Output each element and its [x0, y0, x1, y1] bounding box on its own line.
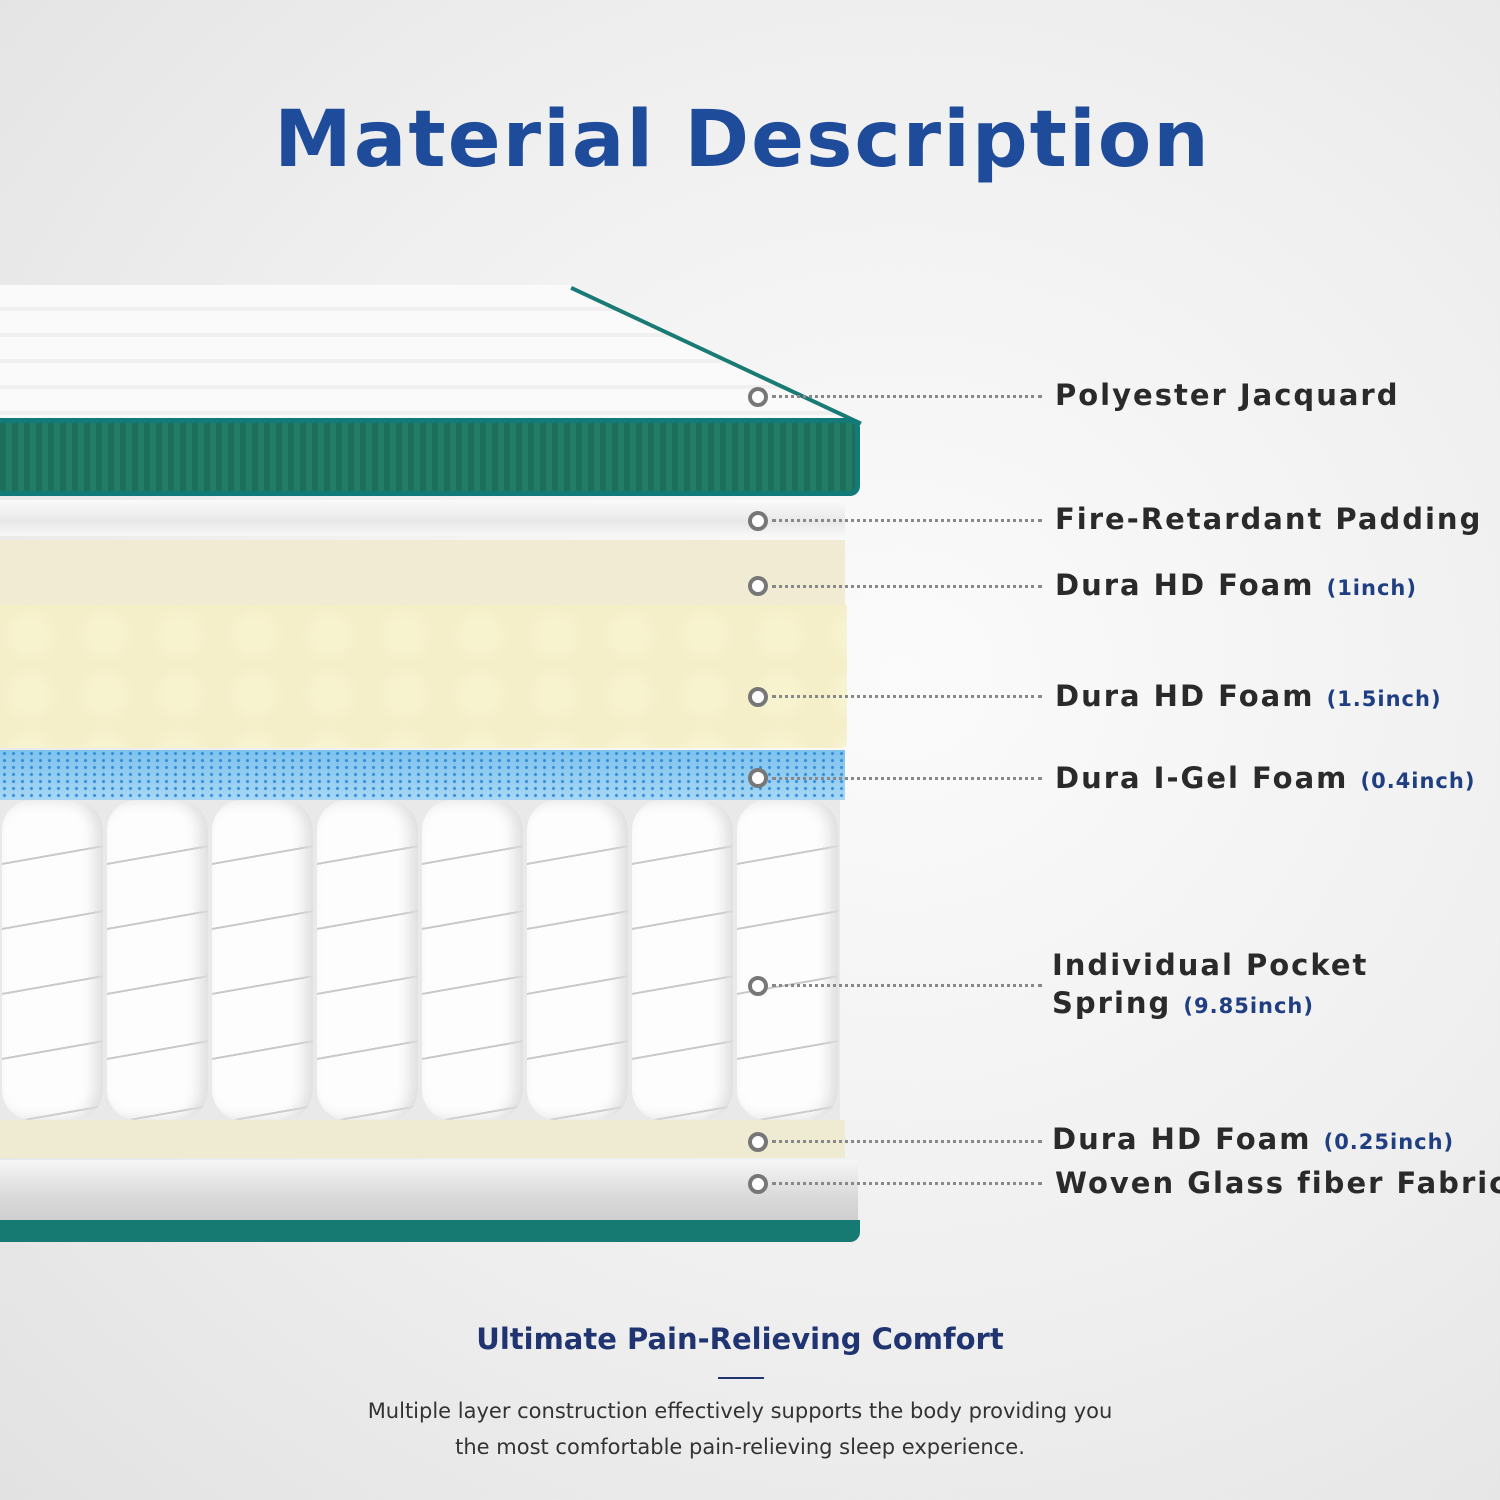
label-polyester-jacquard: Polyester Jacquard — [1055, 376, 1399, 414]
layer-size: (0.4inch) — [1360, 769, 1476, 793]
layer-name: Fire-Retardant Padding — [1055, 502, 1483, 536]
layer-name: Dura HD Foam — [1055, 568, 1315, 602]
hd-foam-1inch-layer — [0, 540, 845, 605]
footer-text-line1: Multiple layer construction effectively … — [367, 1399, 1113, 1423]
callout-marker — [748, 387, 768, 407]
spring-coil — [632, 800, 733, 1120]
callout-leader — [772, 519, 1042, 522]
label-hd-foam-0-25inch: Dura HD Foam (0.25inch) — [1052, 1120, 1454, 1161]
spring-coil — [2, 800, 103, 1120]
pocket-spring-layer — [0, 800, 840, 1120]
spring-coil — [317, 800, 418, 1120]
layer-name: Dura HD Foam — [1052, 1122, 1312, 1156]
callout-leader — [772, 984, 1042, 987]
spring-coil — [422, 800, 523, 1120]
layer-name-line2: Spring — [1052, 986, 1172, 1020]
label-gel-foam: Dura I-Gel Foam (0.4inch) — [1055, 759, 1475, 800]
footer-heading: Ultimate Pain-Relieving Comfort — [476, 1322, 1004, 1356]
callout-marker — [748, 576, 768, 596]
spring-coil — [527, 800, 628, 1120]
layer-name: Polyester Jacquard — [1055, 378, 1400, 412]
label-hd-foam-1inch: Dura HD Foam (1inch) — [1055, 566, 1417, 607]
callout-marker — [748, 1132, 768, 1152]
page-title: Material Description — [274, 95, 1211, 185]
layer-size: (1.5inch) — [1326, 687, 1442, 711]
spring-coil — [212, 800, 313, 1120]
callout-marker — [748, 1174, 768, 1194]
bottom-piping — [0, 1220, 860, 1242]
layer-size: (1inch) — [1326, 576, 1417, 600]
callout-marker — [748, 976, 768, 996]
hd-foam-0-25inch-layer — [0, 1120, 845, 1158]
mesh-border-band — [0, 418, 860, 496]
layer-name: Individual Pocket — [1052, 948, 1369, 982]
callout-leader — [772, 585, 1042, 588]
layer-name: Dura I-Gel Foam — [1055, 761, 1349, 795]
label-glass-fiber-fabric: Woven Glass fiber Fabric — [1055, 1164, 1500, 1202]
callout-leader — [772, 395, 1042, 398]
fire-retardant-padding-layer — [0, 500, 845, 536]
divider — [718, 1377, 764, 1379]
callout-marker — [748, 768, 768, 788]
label-fire-retardant-padding: Fire-Retardant Padding — [1055, 500, 1482, 538]
spring-coil — [737, 800, 838, 1120]
layer-name: Dura HD Foam — [1055, 679, 1315, 713]
hd-foam-1-5inch-layer — [0, 605, 847, 748]
footer-text-line2: the most comfortable pain-relieving slee… — [455, 1435, 1025, 1459]
layer-name: Woven Glass fiber Fabric — [1055, 1166, 1500, 1200]
callout-leader — [772, 1182, 1042, 1185]
gel-foam-layer — [0, 750, 845, 800]
callout-leader — [772, 695, 1042, 698]
layer-size: (0.25inch) — [1323, 1130, 1455, 1154]
callout-leader — [772, 1140, 1042, 1143]
callout-leader — [772, 777, 1042, 780]
polyester-jacquard-layer — [0, 285, 860, 420]
glass-fiber-fabric-layer — [0, 1160, 858, 1220]
layer-size: (9.85inch) — [1183, 994, 1314, 1018]
spring-coil — [107, 800, 208, 1120]
callout-marker — [748, 687, 768, 707]
label-hd-foam-1-5inch: Dura HD Foam (1.5inch) — [1055, 677, 1442, 718]
callout-marker — [748, 511, 768, 531]
